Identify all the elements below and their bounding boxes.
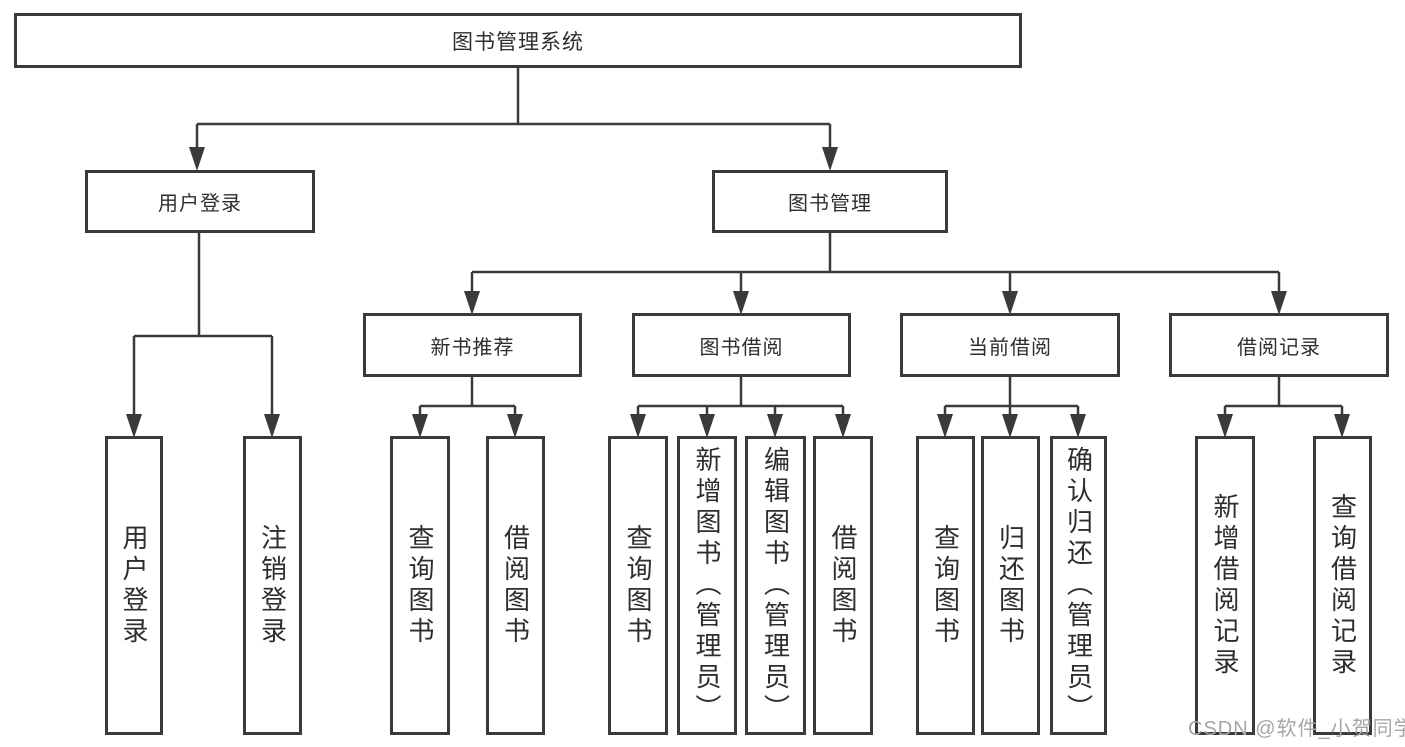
arrow-icon (126, 414, 142, 438)
watermark: CSDN @软件_小贺同学 (1188, 718, 1405, 740)
leaf-query-books-recommend: 查询图书 (390, 436, 450, 735)
arrow-icon (767, 414, 783, 438)
leaf-edit-book-admin: 编辑图书（管理员） (745, 436, 806, 735)
arrow-icon (264, 414, 280, 438)
leaf-borrow-books-recommend: 借阅图书 (486, 436, 545, 735)
leaf-label: 确认归还（管理员） (1063, 446, 1094, 725)
node-label: 图书管理系统 (452, 30, 584, 54)
arrow-icon (464, 291, 480, 315)
leaf-add-borrow-record: 新增借阅记录 (1195, 436, 1255, 735)
arrow-icon (1070, 414, 1086, 438)
node-book-management: 图书管理 (712, 170, 948, 233)
leaf-user-login: 用户登录 (105, 436, 163, 735)
leaf-label: 用户登录 (119, 523, 149, 648)
leaf-label: 借阅图书 (828, 523, 858, 648)
leaf-label: 查询图书 (930, 523, 961, 648)
leaf-label: 新增图书（管理员） (692, 446, 722, 725)
node-root: 图书管理系统 (14, 13, 1022, 68)
leaf-confirm-return-admin: 确认归还（管理员） (1050, 436, 1107, 735)
node-borrow-records: 借阅记录 (1169, 313, 1389, 377)
arrow-icon (937, 414, 953, 438)
leaf-logout: 注销登录 (243, 436, 302, 735)
arrow-icon (1002, 291, 1018, 315)
leaf-label: 查询图书 (405, 523, 435, 648)
arrow-icon (1271, 291, 1287, 315)
leaf-label: 查询图书 (623, 523, 653, 648)
leaf-label: 借阅图书 (500, 523, 531, 648)
arrow-icon (835, 414, 851, 438)
arrow-icon (1002, 414, 1018, 438)
arrow-icon (1217, 414, 1233, 438)
arrow-icon (699, 414, 715, 438)
arrow-icon (189, 147, 205, 171)
leaf-return-book: 归还图书 (981, 436, 1040, 735)
arrow-icon (822, 147, 838, 171)
arrowheads (126, 147, 1350, 438)
node-label: 新书推荐 (430, 336, 515, 359)
leaf-label: 新增借阅记录 (1210, 492, 1240, 679)
leaf-query-books-borrow: 查询图书 (608, 436, 668, 735)
leaf-label: 注销登录 (257, 523, 288, 648)
node-label: 用户登录 (158, 193, 242, 215)
leaf-borrow-books: 借阅图书 (813, 436, 873, 735)
leaf-label: 归还图书 (995, 523, 1026, 648)
arrow-icon (733, 291, 749, 315)
arrow-icon (507, 414, 523, 438)
node-label: 借阅记录 (1237, 336, 1321, 359)
node-label: 当前借阅 (968, 336, 1052, 359)
leaf-add-book-admin: 新增图书（管理员） (677, 436, 737, 735)
leaf-label: 编辑图书（管理员） (760, 446, 791, 725)
node-user-login: 用户登录 (85, 170, 315, 233)
leaf-label: 查询借阅记录 (1327, 492, 1358, 679)
arrow-icon (412, 414, 428, 438)
arrow-icon (630, 414, 646, 438)
node-label: 图书管理 (788, 193, 872, 215)
leaf-query-books-current: 查询图书 (916, 436, 975, 735)
arrow-icon (1334, 414, 1350, 438)
node-new-book-recommend: 新书推荐 (363, 313, 582, 377)
node-book-borrow: 图书借阅 (632, 313, 851, 377)
leaf-query-borrow-record: 查询借阅记录 (1313, 436, 1372, 735)
node-label: 图书借阅 (699, 336, 784, 359)
node-current-borrow: 当前借阅 (900, 313, 1120, 377)
